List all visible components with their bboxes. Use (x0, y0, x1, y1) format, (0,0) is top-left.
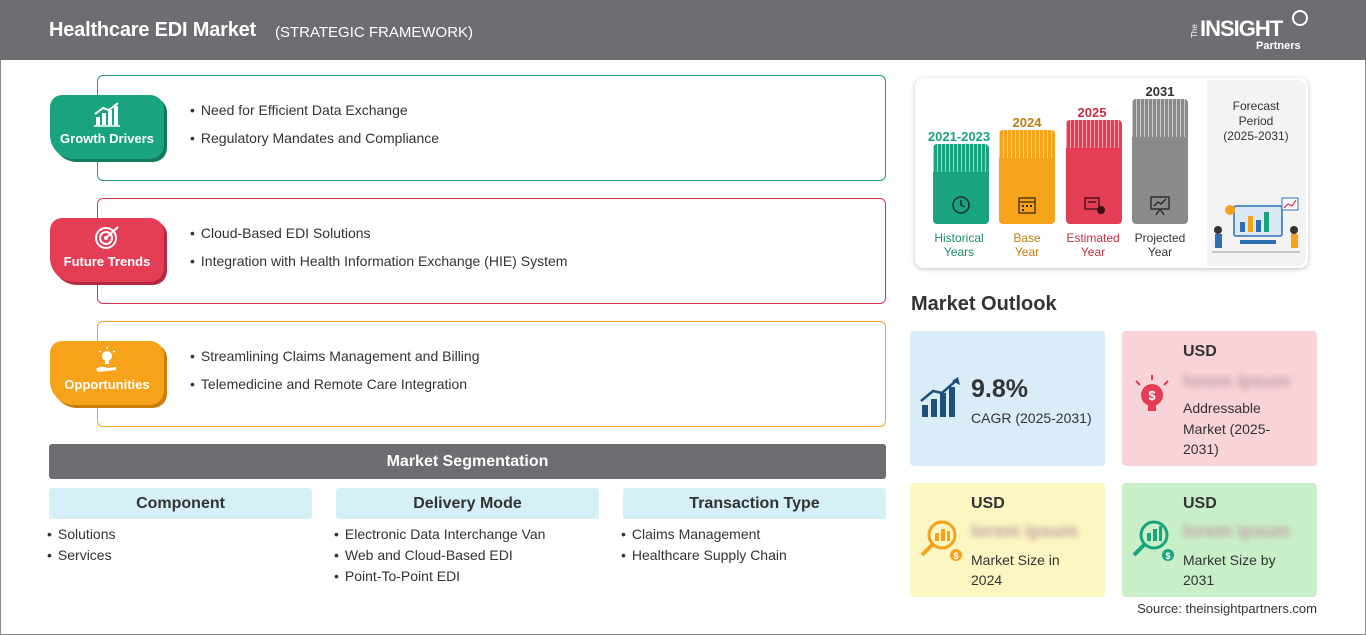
historical-year: 2021-2023 (927, 129, 991, 144)
size-2031-value: lorem ipsum (1183, 521, 1291, 541)
source-credit: Source: theinsightpartners.com (1137, 601, 1317, 616)
market-size-2031-card: USD lorem ipsum $ Market Size by 2031 (1122, 483, 1317, 597)
growth-chart-icon (94, 102, 120, 127)
tag-label: Future Trends (63, 254, 151, 269)
size-2031-label-1: Market Size by (1183, 552, 1276, 568)
base-year-label-1: Base (1013, 231, 1041, 245)
forecast-period-text: Forecast Period (2025-2031) (1223, 99, 1289, 143)
size-2024-value: lorem ipsum (971, 521, 1079, 541)
svg-text:$: $ (1165, 551, 1170, 561)
base-year-label-2: Year (1014, 245, 1040, 259)
estimated-year: 2025 (1077, 105, 1107, 120)
list-item: Solutions (47, 524, 116, 545)
growth-drivers-box: Need for Efficient Data Exchange Regulat… (97, 75, 886, 181)
cagr-value: 9.8% (971, 375, 1028, 403)
base-year-column (999, 130, 1055, 224)
insight-partners-logo: The INSIGHT Partners (1190, 10, 1310, 54)
estimate-icon (1084, 197, 1105, 214)
analytics-team-illustration (1212, 197, 1300, 253)
lightbulb-hand-icon (96, 347, 116, 372)
svg-text:$: $ (953, 551, 958, 561)
magnifier-chart-icon: $ (920, 520, 962, 561)
base-year: 2024 (1012, 115, 1042, 130)
segment-header-delivery-mode: Delivery Mode (336, 488, 599, 519)
list-item: Web and Cloud-Based EDI (334, 545, 545, 566)
list-item: Point-To-Point EDI (334, 566, 545, 587)
future-trends-list: Cloud-Based EDI Solutions Integration wi… (190, 219, 568, 275)
estimated-year-label-2: Year (1080, 245, 1106, 259)
segment-list-transaction-type: Claims Management Healthcare Supply Chai… (621, 524, 787, 566)
historical-column (933, 144, 989, 224)
estimated-year-column (1066, 120, 1122, 224)
lightbulb-dollar-icon: $ (1135, 375, 1169, 411)
history-icon (952, 196, 970, 214)
svg-text:$: $ (1148, 388, 1156, 403)
size-2024-label-1: Market Size in (971, 552, 1060, 568)
list-item: Services (47, 545, 116, 566)
market-size-2024-card: USD lorem ipsum $ Market Size in 2024 (910, 483, 1105, 597)
page-subtitle: (STRATEGIC FRAMEWORK) (275, 24, 474, 41)
size-2031-label-2: 2031 (1183, 572, 1215, 588)
list-item: Cloud-Based EDI Solutions (190, 219, 567, 247)
tag-label: Growth Drivers (60, 131, 154, 146)
rising-bars-icon (920, 377, 960, 417)
addressable-label-3: 2031) (1183, 441, 1219, 457)
projected-year-column (1132, 99, 1188, 224)
addressable-market-card: USD lorem ipsum $ Addressable Market (20… (1122, 331, 1317, 466)
size-2024-usd: USD (971, 495, 1005, 512)
addressable-label-2: Market (2025- (1183, 421, 1271, 437)
list-item: Integration with Health Information Exch… (190, 247, 568, 275)
presentation-icon (1150, 196, 1170, 216)
target-icon (95, 226, 119, 249)
size-2031-usd: USD (1183, 495, 1217, 512)
market-outlook-title: Market Outlook (911, 293, 1057, 315)
projected-year-label-2: Year (1147, 245, 1173, 259)
segment-header-component: Component (49, 488, 312, 519)
cagr-label: CAGR (2025-2031) (971, 410, 1092, 426)
calendar-icon (1018, 197, 1036, 214)
list-item: Regulatory Mandates and Compliance (190, 124, 439, 152)
list-item: Streamlining Claims Management and Billi… (190, 342, 480, 370)
segment-list-component: Solutions Services (47, 524, 116, 566)
addressable-usd: USD (1183, 343, 1217, 360)
opportunities-tag: Opportunities (50, 341, 164, 405)
estimated-year-label-1: Estimated (1066, 231, 1120, 245)
growth-drivers-list: Need for Efficient Data Exchange Regulat… (190, 96, 439, 152)
segment-header-transaction-type: Transaction Type (623, 488, 886, 519)
header-bar: Healthcare EDI Market (STRATEGIC FRAMEWO… (0, 0, 1366, 60)
tag-label: Opportunities (64, 377, 150, 392)
projected-year: 2031 (1145, 84, 1175, 99)
magnifier-growth-icon: $ (1132, 520, 1174, 561)
addressable-value: lorem ipsum (1183, 371, 1291, 391)
size-2024-label-2: 2024 (971, 572, 1003, 588)
future-trends-box: Cloud-Based EDI Solutions Integration wi… (97, 198, 886, 304)
list-item: Telemedicine and Remote Care Integration (190, 370, 479, 398)
projected-year-label-1: Projected (1134, 231, 1186, 245)
page-title: Healthcare EDI Market (49, 19, 257, 41)
growth-drivers-tag: Growth Drivers (50, 95, 164, 159)
list-item: Electronic Data Interchange Van (334, 524, 546, 545)
cagr-card: 9.8% CAGR (2025-2031) (910, 331, 1105, 466)
opportunities-list: Streamlining Claims Management and Billi… (190, 342, 480, 398)
historical-label-2: Years (943, 245, 975, 259)
historical-label-1: Historical (934, 231, 984, 245)
segment-list-delivery-mode: Electronic Data Interchange Van Web and … (334, 524, 546, 587)
list-item: Claims Management (621, 524, 787, 545)
list-item: Healthcare Supply Chain (621, 545, 787, 566)
list-item: Need for Efficient Data Exchange (190, 96, 439, 124)
future-trends-tag: Future Trends (50, 218, 164, 282)
market-segmentation-header: Market Segmentation (49, 444, 886, 479)
opportunities-box: Streamlining Claims Management and Billi… (97, 321, 886, 427)
addressable-label-1: Addressable (1183, 400, 1261, 416)
